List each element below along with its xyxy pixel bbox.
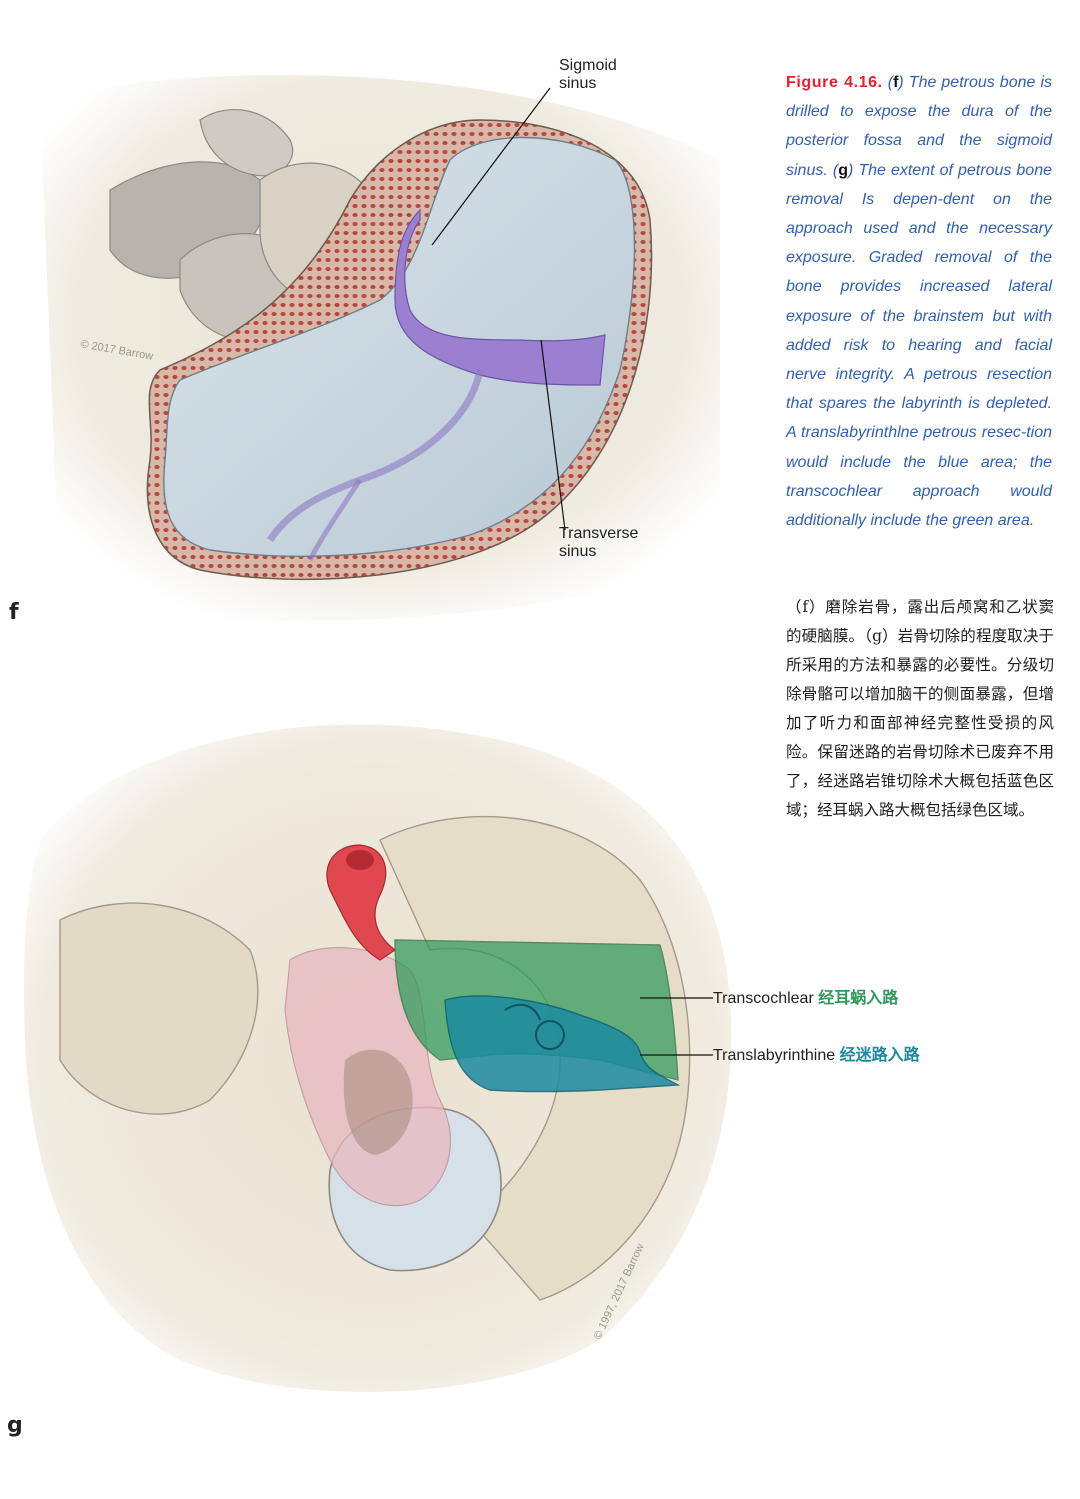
label-translabyrinthine-cn: 经迷路入路	[839, 1047, 920, 1064]
label-sigmoid-line2: sinus	[559, 75, 597, 92]
carotid-lumen	[346, 850, 374, 870]
label-translabyrinthine-en: Translabyrinthine	[713, 1047, 836, 1064]
figure-f-drawing: © 2017 Barrow	[40, 75, 720, 621]
label-sigmoid-sinus: Sigmoid sinus	[559, 57, 617, 93]
skull-fragment	[199, 109, 294, 177]
label-transcochlear-en: Transcochlear	[713, 990, 814, 1007]
caption-heading: Figure 4.16.	[786, 74, 883, 91]
transverse-leader-line	[540, 339, 566, 531]
label-translabyrinthine: Translabyrinthine 经迷路入路	[713, 1047, 920, 1065]
figure-f-illustration: © 2017 Barrow	[0, 40, 760, 630]
label-transverse-sinus: Transverse sinus	[559, 525, 638, 561]
label-transcochlear-cn: 经耳蜗入路	[818, 990, 899, 1007]
semicircular-canal-outline	[504, 1003, 541, 1021]
label-sigmoid-line1: Sigmoid	[559, 57, 617, 74]
label-transcochlear: Transcochlear 经耳蜗入路	[713, 990, 898, 1008]
label-transverse-line2: sinus	[559, 543, 597, 560]
sigmoid-transverse-sinus	[394, 208, 606, 386]
caption-letter-g: g	[838, 161, 848, 179]
panel-letter-f: f	[9, 600, 19, 625]
caption-part1: ) The petrous bone is drilled to expose …	[786, 74, 1052, 179]
cochlea-outline	[535, 1020, 565, 1050]
bone-left	[59, 902, 259, 1115]
sigmoid-leader-line	[431, 87, 551, 246]
label-transverse-line1: Transverse	[559, 525, 639, 542]
caption-part2: ) The extent of petrous bone removal Is …	[786, 161, 1053, 530]
figure-g-drawing: © 1997, 2017 Barrow	[23, 724, 732, 1393]
figure-g-illustration: © 1997, 2017 Barrow	[0, 660, 760, 1420]
dural-vessel	[307, 478, 363, 562]
dural-vessel	[267, 369, 484, 542]
brainstem-shadow	[343, 1049, 413, 1155]
figure-caption-cn: （f）磨除岩骨，露出后颅窝和乙状窦的硬脑膜。（g）岩骨切除的程度取决于所采用的方…	[786, 598, 1054, 819]
internal-carotid-artery	[326, 844, 397, 961]
panel-letter-g: g	[7, 1413, 23, 1438]
caption-letter-f: f	[893, 74, 899, 91]
figure-caption-en: Figure 4.16. (f) The petrous bone is dri…	[786, 74, 1053, 530]
